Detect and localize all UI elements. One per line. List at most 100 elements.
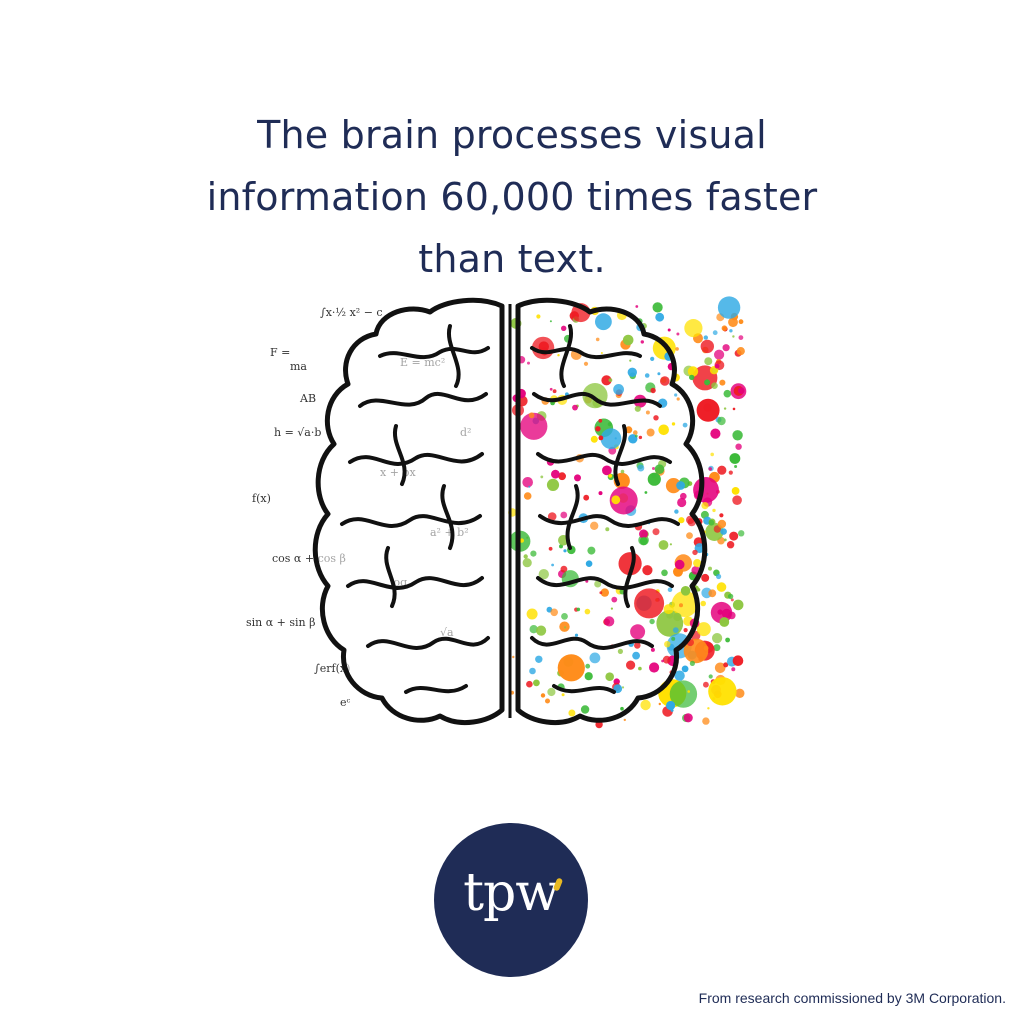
paint-drop	[683, 713, 693, 723]
paint-drop	[734, 465, 738, 468]
paint-drop	[725, 637, 730, 643]
paint-drop	[649, 662, 660, 673]
paint-drop	[589, 652, 601, 664]
paint-drop	[526, 608, 538, 620]
paint-drop	[708, 674, 713, 679]
paint-drop	[693, 559, 702, 568]
paint-drop	[528, 485, 531, 488]
paint-drop	[564, 626, 567, 629]
paint-drop	[568, 709, 576, 717]
paint-drop	[703, 681, 709, 688]
paint-drop	[717, 296, 741, 319]
paint-drop	[611, 596, 618, 603]
paint-drop	[736, 347, 745, 356]
paint-drop	[700, 339, 714, 354]
formula-text: eᶜ	[340, 696, 351, 709]
paint-drop	[721, 325, 728, 331]
paint-drop	[590, 435, 598, 443]
paint-drop	[585, 663, 591, 669]
paint-drop	[594, 580, 602, 588]
paint-drop	[561, 693, 565, 697]
paint-drop	[652, 467, 655, 470]
paint-drop	[626, 660, 636, 670]
paint-drop	[604, 616, 615, 627]
paint-drop	[723, 538, 727, 542]
paint-drop	[635, 305, 639, 308]
paint-drop	[732, 599, 744, 611]
paint-drop	[704, 379, 711, 386]
paint-drop	[674, 393, 678, 397]
paint-drop	[665, 478, 682, 494]
paint-drop	[536, 625, 547, 636]
paint-drop	[605, 672, 614, 681]
paint-drop	[529, 667, 536, 675]
paint-drop	[708, 589, 717, 598]
paint-drop	[529, 625, 538, 634]
paint-drop	[545, 698, 550, 704]
left-hemisphere	[312, 297, 505, 725]
paint-drop	[608, 474, 613, 478]
paint-drop	[538, 341, 549, 352]
paint-drop	[549, 387, 553, 391]
paint-drop	[729, 329, 733, 333]
paint-drop	[708, 467, 712, 471]
paint-drop	[710, 452, 714, 457]
paint-drop	[738, 335, 744, 340]
paint-drop	[523, 554, 528, 559]
paint-drop	[520, 412, 548, 440]
paint-drop	[598, 418, 603, 423]
paint-drop	[650, 356, 655, 361]
paint-drop	[716, 582, 727, 592]
right-hemisphere	[515, 297, 708, 725]
paint-drop	[632, 651, 640, 660]
paint-drop	[732, 335, 735, 338]
paint-drop	[728, 317, 738, 328]
paint-drop	[720, 528, 727, 535]
formula-text: F =	[270, 346, 290, 359]
paint-drop	[652, 528, 660, 536]
paint-drop	[585, 560, 593, 567]
paint-drop	[583, 494, 590, 501]
paint-drop	[642, 565, 653, 576]
paint-drop	[639, 529, 648, 539]
paint-drop	[600, 588, 609, 597]
paint-drop	[712, 330, 718, 336]
paint-drop	[719, 379, 726, 386]
paint-drop	[674, 559, 685, 570]
paint-drop	[723, 407, 727, 410]
paint-drop	[560, 511, 568, 519]
paint-drop	[522, 558, 532, 568]
paint-drop	[638, 435, 643, 440]
paint-drop	[681, 665, 689, 673]
paint-drop	[557, 354, 560, 357]
paint-drop	[717, 465, 727, 475]
paint-drop	[519, 538, 524, 543]
paint-drop	[658, 424, 669, 436]
paint-drop	[649, 618, 655, 625]
paint-drop	[560, 565, 568, 573]
paint-drop	[669, 543, 672, 546]
paint-drop	[730, 598, 734, 602]
source-footnote: From research commissioned by 3M Corpora…	[698, 990, 1006, 1006]
paint-drop	[689, 660, 695, 666]
paint-drop	[623, 718, 626, 722]
paint-drop	[528, 412, 535, 419]
paint-drop	[655, 312, 665, 322]
paint-drop	[735, 688, 745, 698]
paint-drop	[723, 389, 732, 398]
paint-drop	[652, 302, 663, 313]
paint-drop	[717, 416, 726, 426]
paint-drop	[646, 428, 655, 437]
paint-drop	[735, 443, 742, 450]
paint-drop	[682, 422, 688, 428]
paint-drop	[605, 527, 610, 532]
paint-drop	[584, 672, 593, 681]
paint-drop	[714, 662, 726, 674]
paint-drop	[600, 428, 622, 450]
paint-drop	[714, 349, 725, 360]
headline-line-3: than text.	[418, 237, 606, 281]
paint-drop	[661, 659, 664, 663]
paint-drop	[710, 428, 721, 439]
